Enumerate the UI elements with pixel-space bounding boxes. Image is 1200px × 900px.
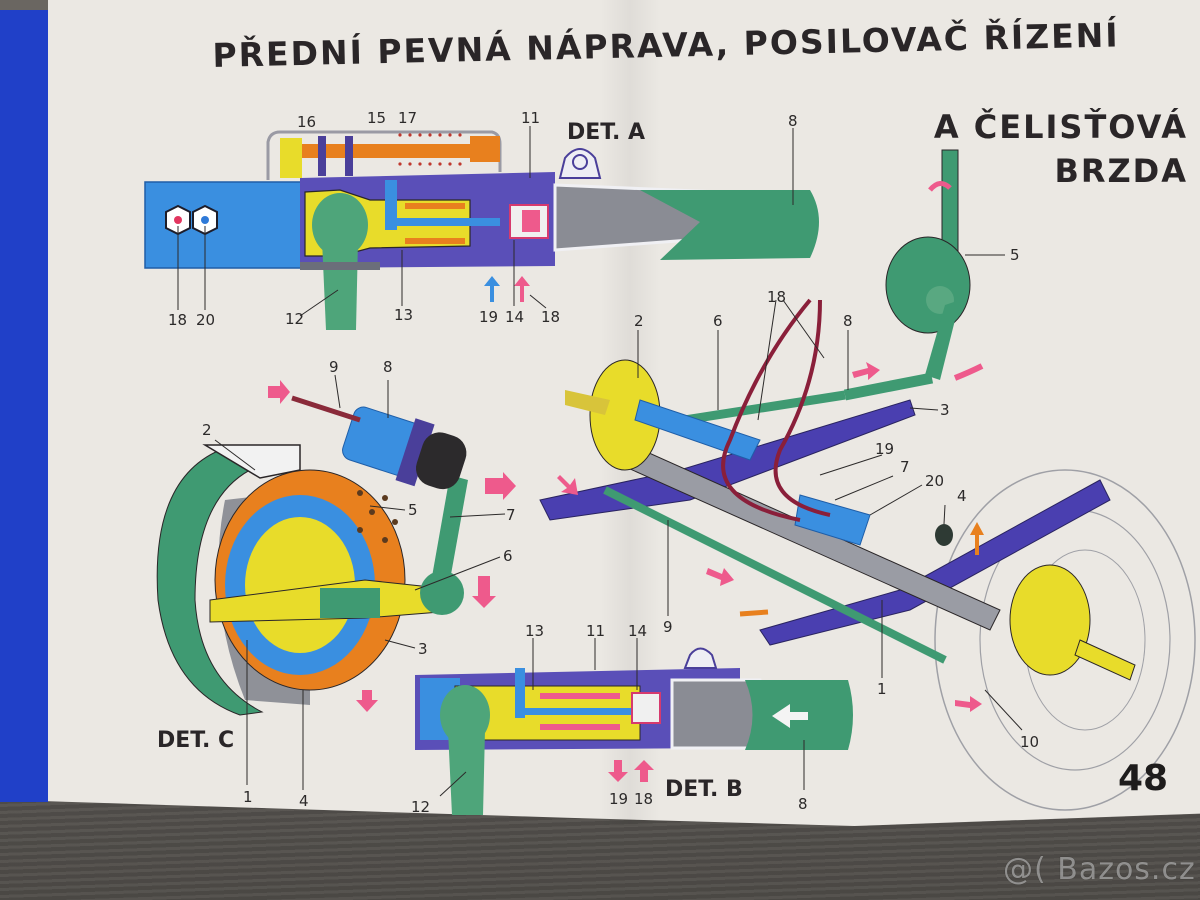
callout-b-19: 19 — [609, 790, 629, 808]
page-title-line3: BRZDA — [1054, 152, 1188, 190]
page-title-line2: A ČELISŤOVÁ — [933, 108, 1188, 146]
page-number: 48 — [1118, 758, 1169, 799]
callout-m-7: 7 — [900, 458, 910, 476]
callout-b-8: 8 — [798, 795, 808, 813]
callout-c-7: 7 — [506, 506, 516, 524]
callout-b-18: 18 — [634, 790, 654, 808]
callout-m-1: 1 — [877, 680, 887, 698]
callout-a-12: 12 — [285, 310, 305, 328]
callout-a-13: 13 — [394, 306, 414, 324]
hex-port-20 — [192, 204, 218, 236]
callout-a-14: 14 — [505, 308, 525, 326]
det-b-diagram — [415, 638, 853, 815]
callout-b-14: 14 — [628, 622, 648, 640]
callout-a-16: 16 — [297, 113, 317, 131]
det-a-label: DET. A — [567, 120, 645, 145]
det-b-label: DET. B — [665, 777, 743, 802]
callout-c-2: 2 — [202, 421, 212, 439]
callout-a-18-arrow: 18 — [541, 308, 561, 326]
callout-m-9: 9 — [663, 618, 673, 636]
callout-a-15: 15 — [367, 109, 387, 127]
det-c-diagram — [156, 374, 516, 790]
callout-a-18-port: 18 — [168, 311, 188, 329]
callout-a-8: 8 — [788, 112, 798, 130]
callout-m-5: 5 — [1010, 246, 1020, 264]
callout-m-19: 19 — [875, 440, 895, 458]
det-a-diagram — [144, 126, 819, 330]
callout-c-8: 8 — [383, 358, 393, 376]
callout-m-2: 2 — [634, 312, 644, 330]
hex-port-18 — [165, 204, 191, 236]
callout-m-4: 4 — [957, 487, 967, 505]
callout-c-5: 5 — [408, 501, 418, 519]
callout-b-13: 13 — [525, 622, 545, 640]
callout-m-18: 18 — [767, 288, 787, 306]
callout-a-19: 19 — [479, 308, 499, 326]
callout-a-20: 20 — [196, 311, 216, 329]
callout-b-11: 11 — [586, 622, 606, 640]
watermark: @( Bazos.cz — [1003, 852, 1196, 887]
callout-a-17: 17 — [398, 109, 418, 127]
page-edge-strip — [0, 10, 48, 802]
callout-c-4: 4 — [299, 792, 309, 810]
callout-m-6: 6 — [713, 312, 723, 330]
callout-m-8: 8 — [843, 312, 853, 330]
callout-b-12: 12 — [411, 798, 431, 816]
det-c-label: DET. C — [157, 728, 235, 753]
callout-m-10: 10 — [1020, 733, 1040, 751]
callout-m-3: 3 — [940, 401, 950, 419]
callout-c-9: 9 — [329, 358, 339, 376]
callout-m-20: 20 — [925, 472, 945, 490]
callout-c-6: 6 — [503, 547, 513, 565]
front-axle-assembly — [539, 149, 1196, 811]
callout-c-3: 3 — [418, 640, 428, 658]
callout-a-11: 11 — [521, 109, 541, 127]
callout-c-1: 1 — [243, 788, 253, 806]
